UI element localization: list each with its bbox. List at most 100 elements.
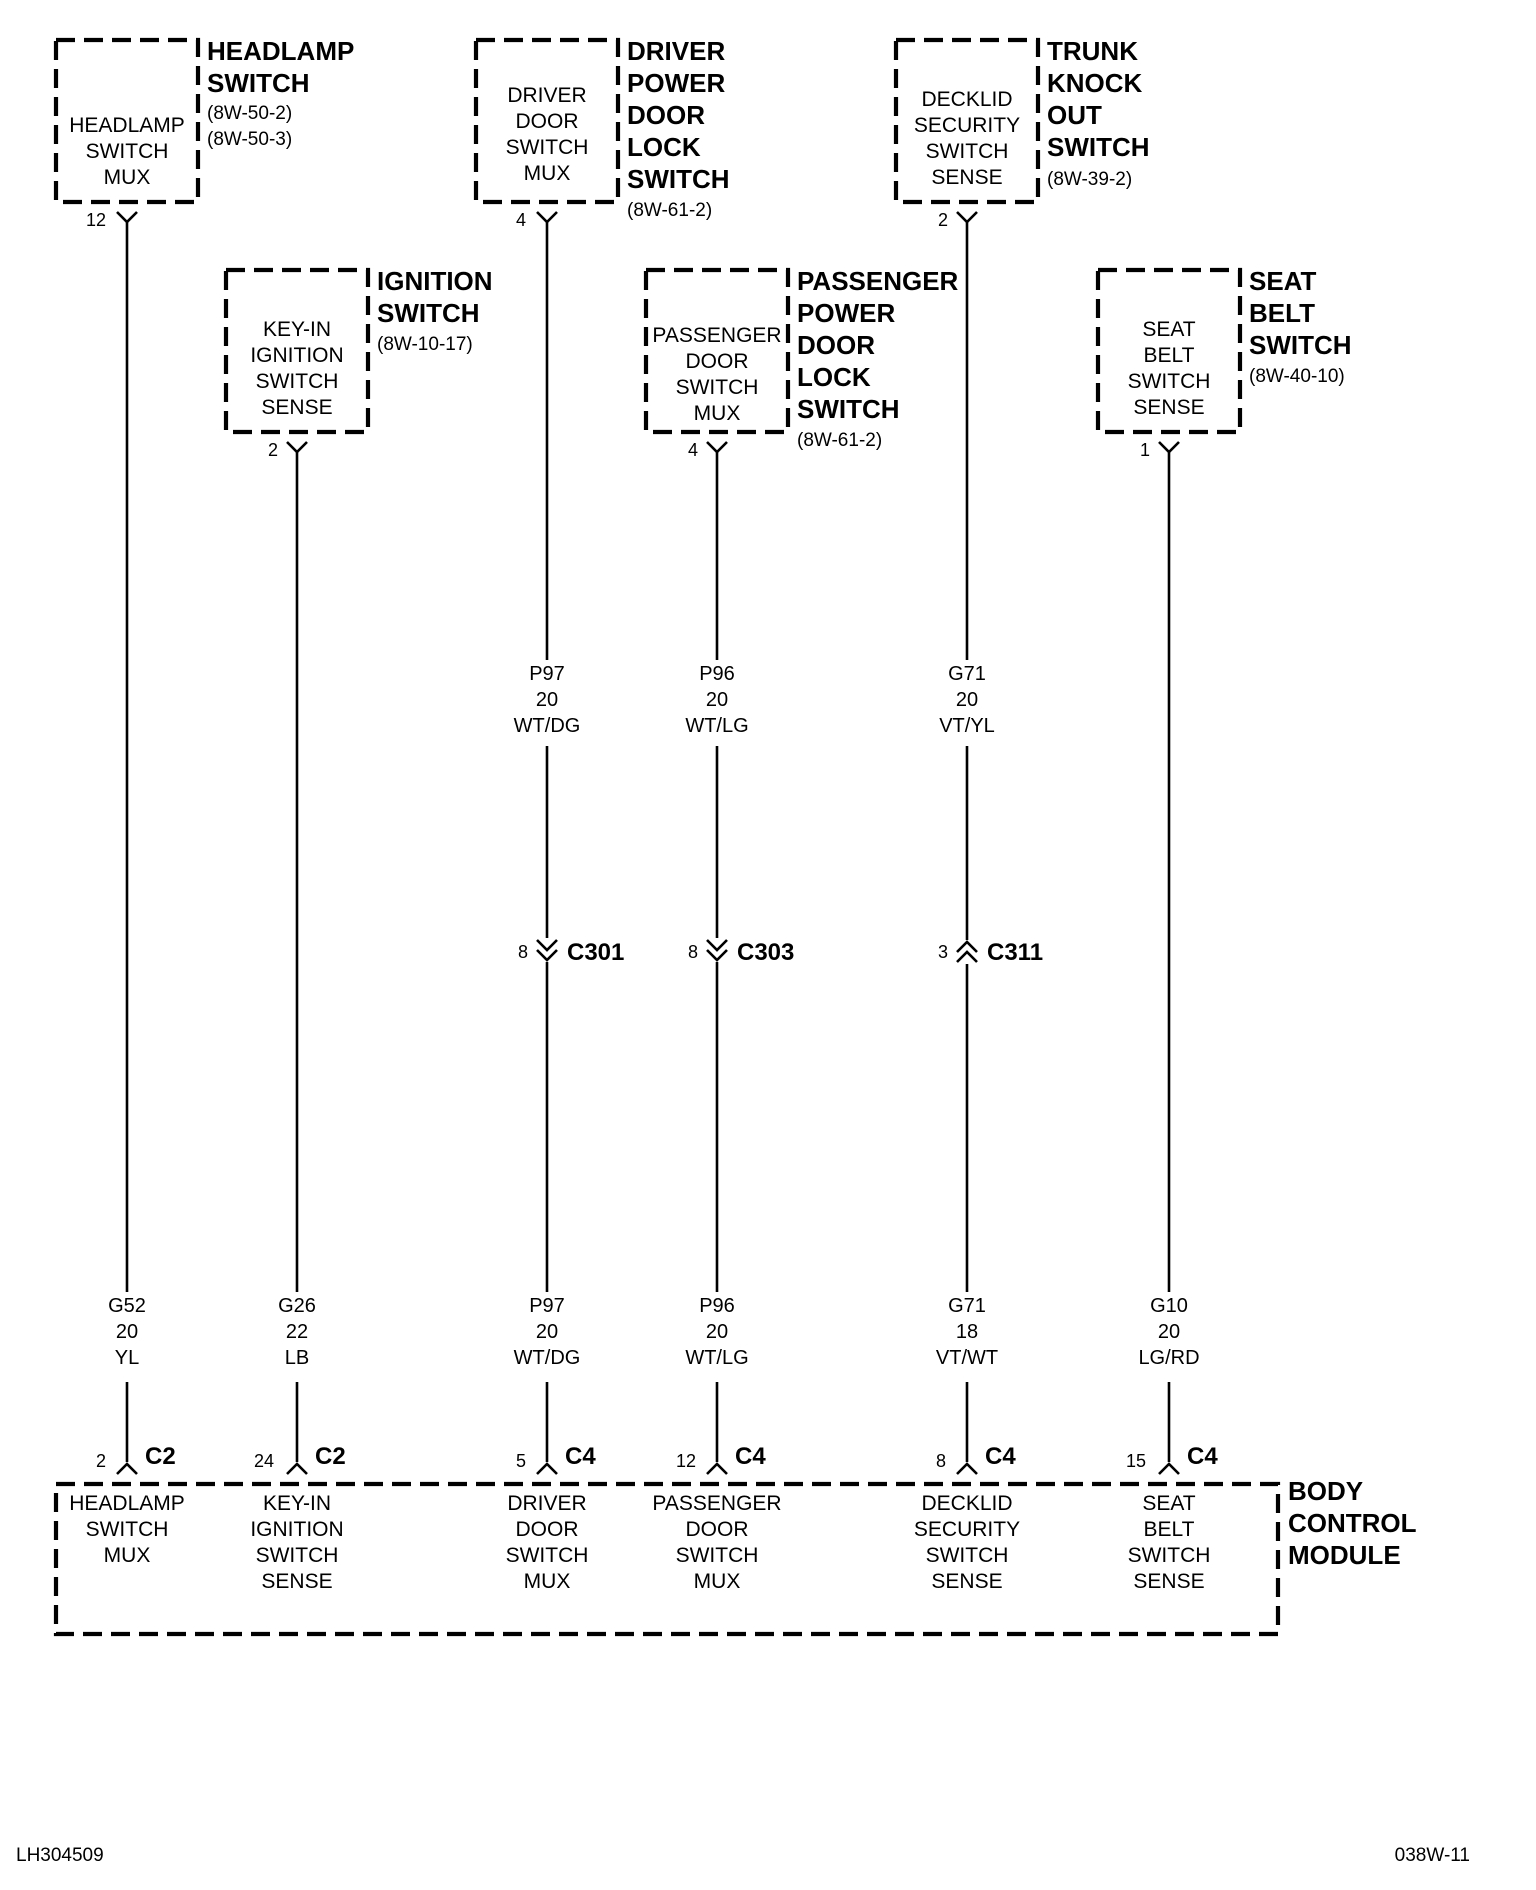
headlamp-ref-2: (8W-50-3) [207,129,292,150]
trunk-upper-wire-circuit: G71 [948,663,986,685]
driver-upper-wire-gauge: 20 [536,689,558,711]
driver-lower-wire-color: WT/DG [514,1347,581,1369]
bcm-seatbelt-connector: C4 [1187,1443,1218,1470]
bcm-seatbelt-inner-3: SWITCH [1128,1544,1211,1567]
bcm-seatbelt-pin: 15 [1126,1451,1146,1471]
seatbelt-lower-wire-gauge: 20 [1158,1321,1180,1343]
headlamp-pin: 12 [86,210,106,230]
c301-symbol-lower [536,949,558,962]
passenger-power-door-lock-switch: PASSENGER DOOR SWITCH MUX PASSENGER POWE… [652,266,958,460]
passenger-title-1: PASSENGER [797,266,959,296]
ignition-lower-wire-circuit: G26 [278,1295,316,1317]
headlamp-lower-wire-circuit: G52 [108,1295,146,1317]
bcm-seatbelt-terminal-symbol [1158,1462,1180,1475]
bcm-ignition-inner-2: IGNITION [250,1518,343,1541]
bcm-passenger-inner-4: MUX [694,1570,741,1593]
trunk-upper-wire-gauge: 20 [956,689,978,711]
seatbelt-title-1: SEAT [1249,266,1317,296]
c303-symbol-lower [706,949,728,962]
bcm-headlamp-connector: C2 [145,1443,176,1470]
c311-label: C311 [987,939,1043,966]
trunk-knock-out-switch-box [893,37,1041,205]
lower-wire-labels: G52 20 YL G26 22 LB P97 20 WT/DG P96 20 … [108,1295,1199,1369]
headlamp-title-2: SWITCH [207,68,310,98]
c303-label: C303 [737,939,794,966]
passenger-inner-1: PASSENGER [652,324,781,347]
headlamp-inner-2: SWITCH [86,140,169,163]
inline-connector-symbols [536,939,978,963]
ignition-pin-symbol [286,441,308,454]
bcm-trunk-inner-4: SENSE [931,1570,1002,1593]
ignition-inner-4: SENSE [261,396,332,419]
c301-symbol-upper [536,939,558,952]
c303-pin: 8 [688,942,698,962]
bcm-trunk-inner-3: SWITCH [926,1544,1009,1567]
upper-wire-labels: P97 20 WT/DG P96 20 WT/LG G71 20 VT/YL [514,663,995,737]
bcm-headlamp-inner-2: SWITCH [86,1518,169,1541]
seatbelt-lower-wire-circuit: G10 [1150,1295,1188,1317]
seatbelt-lower-wire-color: LG/RD [1138,1347,1199,1369]
passenger-title-2: POWER [797,298,895,328]
bcm-passenger-inner-2: DOOR [686,1518,749,1541]
driver-title-5: SWITCH [627,164,730,194]
driver-title-2: POWER [627,68,725,98]
inline-connector-labels: 8 C301 8 C303 3 C311 [518,939,1043,966]
bcm-ignition-connector: C2 [315,1443,346,1470]
driver-inner-2: DOOR [516,110,579,133]
driver-upper-wire-circuit: P97 [529,663,565,685]
trunk-inner-3: SWITCH [926,140,1009,163]
bcm-seatbelt-inner-4: SENSE [1133,1570,1204,1593]
headlamp-lower-wire-gauge: 20 [116,1321,138,1343]
ignition-lower-wire-gauge: 22 [286,1321,308,1343]
c301-label: C301 [567,939,624,966]
seatbelt-title-2: BELT [1249,298,1315,328]
passenger-ref: (8W-61-2) [797,430,882,451]
seatbelt-inner-1: SEAT [1142,318,1195,341]
passenger-title-3: DOOR [797,330,875,360]
driver-door-lock-switch-box [473,37,621,205]
driver-lower-wire-gauge: 20 [536,1321,558,1343]
bcm-driver-inner-2: DOOR [516,1518,579,1541]
driver-inner-3: SWITCH [506,136,589,159]
trunk-upper-wire-color: VT/YL [939,715,995,737]
bcm-title: BODY CONTROL MODULE [1288,1476,1417,1570]
seat-belt-switch: SEAT BELT SWITCH SENSE SEAT BELT SWITCH … [1128,266,1352,460]
trunk-inner-1: DECKLID [921,88,1012,111]
headlamp-switch: HEADLAMP SWITCH MUX HEADLAMP SWITCH (8W-… [69,36,354,230]
c301-pin: 8 [518,942,528,962]
seatbelt-title-3: SWITCH [1249,330,1352,360]
bcm-trunk-terminal-symbol [956,1462,978,1475]
bcm-trunk-pin: 8 [936,1451,946,1471]
ignition-lower-wire-color: LB [285,1347,309,1369]
bcm-driver-inner-3: SWITCH [506,1544,589,1567]
driver-lower-wire-circuit: P97 [529,1295,565,1317]
bcm-trunk-inner-1: DECKLID [921,1492,1012,1515]
trunk-inner-4: SENSE [931,166,1002,189]
seatbelt-pin: 1 [1140,440,1150,460]
bcm-ignition-terminal-symbol [286,1462,308,1475]
driver-ref: (8W-61-2) [627,200,712,221]
footer-right-code: 038W-11 [1395,1845,1470,1866]
bcm-driver-inner-1: DRIVER [507,1492,586,1515]
bcm-ignition-pin: 24 [254,1451,274,1471]
bcm-headlamp-terminal-symbol [116,1462,138,1475]
headlamp-inner-1: HEADLAMP [69,114,185,137]
bcm-passenger-terminal-symbol [706,1462,728,1475]
driver-inner-4: MUX [524,162,571,185]
headlamp-switch-box [53,37,201,205]
ignition-pin: 2 [268,440,278,460]
bcm-driver-terminal-symbol [536,1462,558,1475]
passenger-lower-wire-circuit: P96 [699,1295,735,1317]
passenger-upper-wire-circuit: P96 [699,663,735,685]
c311-symbol-upper [956,940,978,953]
trunk-pin: 2 [938,210,948,230]
bcm-driver-connector: C4 [565,1443,596,1470]
bcm-title-1: BODY [1288,1476,1363,1506]
bcm-function-labels: HEADLAMP SWITCH MUX KEY-IN IGNITION SWIT… [69,1492,1210,1593]
bcm-driver-inner-4: MUX [524,1570,571,1593]
seatbelt-pin-symbol [1158,441,1180,454]
passenger-pin: 4 [688,440,698,460]
passenger-upper-wire-color: WT/LG [685,715,748,737]
passenger-title-4: LOCK [797,362,871,392]
